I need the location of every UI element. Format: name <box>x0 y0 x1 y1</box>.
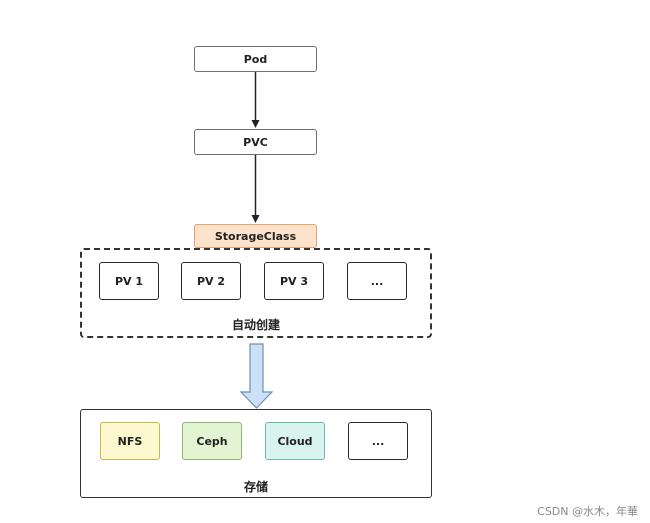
pv-more-node: ... <box>347 262 407 300</box>
pv-1-label: PV 1 <box>114 274 144 288</box>
pv-1-node: PV 1 <box>99 262 159 300</box>
pv-more-label: ... <box>370 274 384 288</box>
watermark-text: CSDN @水木，年華 <box>537 505 638 518</box>
cloud-node: Cloud <box>265 422 325 460</box>
big-down-arrow <box>239 343 274 409</box>
ceph-node: Ceph <box>182 422 242 460</box>
pvc-label: PVC <box>243 135 268 149</box>
pvc-node: PVC <box>194 129 317 155</box>
pod-label: Pod <box>243 52 268 66</box>
storage-class-label: StorageClass <box>214 229 297 243</box>
storage-group-label: 存储 <box>243 480 268 494</box>
storage-class-node: StorageClass <box>194 224 317 248</box>
pv-3-label: PV 3 <box>279 274 309 288</box>
pv-2-node: PV 2 <box>181 262 241 300</box>
cloud-label: Cloud <box>277 434 313 448</box>
pv-2-label: PV 2 <box>196 274 226 288</box>
auto-create-group-label: 自动创建 <box>231 318 280 332</box>
storage-group <box>80 409 432 498</box>
nfs-node: NFS <box>100 422 160 460</box>
auto-create-group <box>80 248 432 338</box>
nfs-label: NFS <box>117 434 143 448</box>
storage-more-label: ... <box>371 434 385 448</box>
storage-more-node: ... <box>348 422 408 460</box>
pod-node: Pod <box>194 46 317 72</box>
ceph-label: Ceph <box>196 434 228 448</box>
pv-3-node: PV 3 <box>264 262 324 300</box>
